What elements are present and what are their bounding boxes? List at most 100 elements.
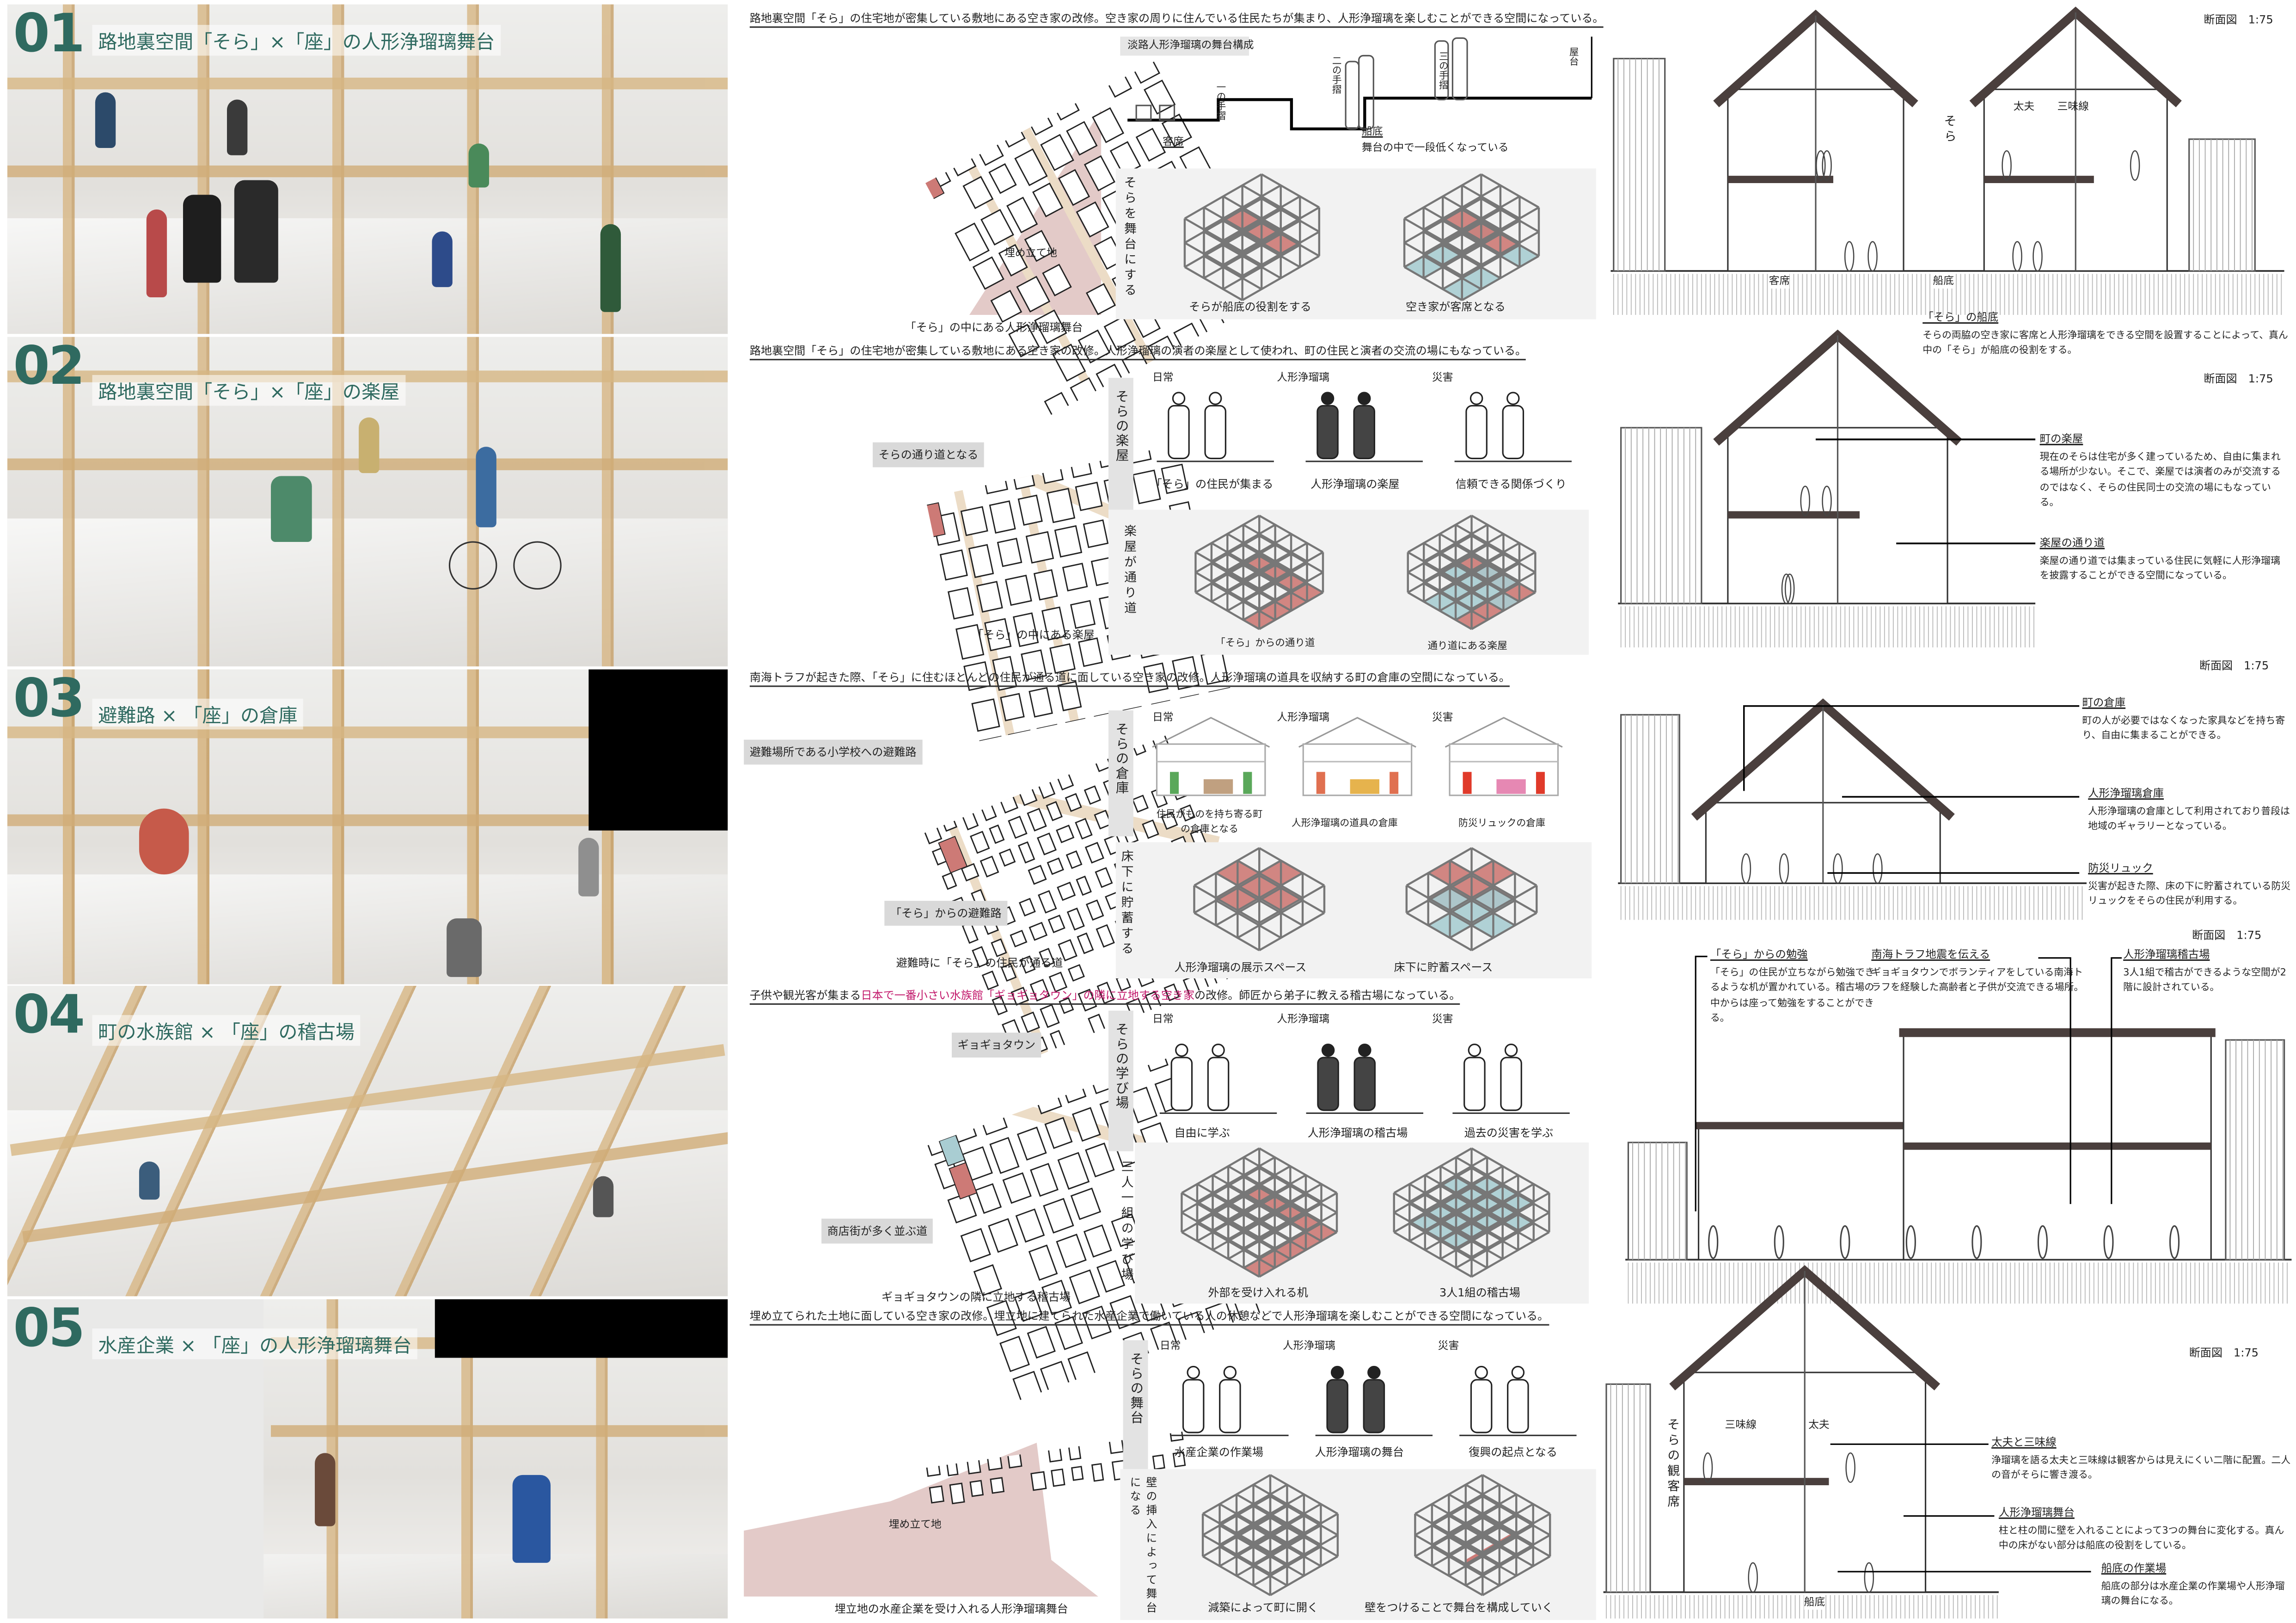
- neighbor-building: [1620, 714, 1680, 884]
- axo-diagram-exhibition: [1193, 847, 1326, 952]
- building: [739, 253, 771, 288]
- building: [1051, 1468, 1065, 1487]
- building: [987, 709, 1005, 728]
- figure: [1463, 772, 1472, 794]
- project-site-parcel: [938, 836, 968, 873]
- building: [1103, 316, 1136, 350]
- beam: [1227, 1193, 1307, 1241]
- building: [1076, 875, 1092, 896]
- building: [1045, 744, 1062, 764]
- building: [1047, 915, 1065, 934]
- building: [730, 1245, 741, 1261]
- building: [970, 830, 990, 854]
- figure-head: [1367, 1365, 1381, 1379]
- building: [1014, 1290, 1043, 1322]
- person-figure: [2169, 1225, 2180, 1259]
- building: [783, 1254, 812, 1289]
- building: [976, 581, 1003, 613]
- beam: [1243, 1176, 1322, 1223]
- building: [728, 1273, 756, 1304]
- building: [952, 1349, 963, 1364]
- building: [823, 420, 846, 453]
- building: [1016, 726, 1033, 745]
- model-photo-02: 02 路地裏空間「そら」×「座」の楽屋: [7, 337, 728, 667]
- building: [872, 642, 888, 663]
- building: [927, 109, 959, 144]
- beam: [1409, 1156, 1488, 1203]
- landfill-area: [744, 1443, 1098, 1597]
- building: [995, 384, 1018, 414]
- building: [1057, 1152, 1090, 1190]
- building: [1070, 1187, 1102, 1220]
- building: [1044, 392, 1075, 416]
- beam: [1482, 1474, 1551, 1515]
- building: [1081, 1384, 1094, 1402]
- building: [973, 1264, 1002, 1297]
- section-drawing-04: [1625, 1028, 2292, 1304]
- leader-lines: [1830, 1443, 2091, 1573]
- building: [894, 863, 912, 884]
- building: [1059, 424, 1085, 438]
- beam: [1455, 1176, 1534, 1223]
- beam: [1212, 1185, 1291, 1231]
- building: [886, 217, 918, 252]
- building: [939, 549, 968, 581]
- building: [1035, 718, 1053, 737]
- building: [733, 899, 750, 919]
- axo-diagram-sora-funazoko: [1183, 173, 1321, 301]
- figure: [1243, 772, 1252, 794]
- beam: [1409, 1203, 1488, 1249]
- floor-slab: [1727, 511, 1860, 519]
- beam: [1455, 1156, 1534, 1203]
- figure-body: [1170, 1057, 1193, 1111]
- building: [945, 1457, 959, 1476]
- beam: [1259, 1211, 1338, 1258]
- scene-header: 人形浄瑠璃: [1277, 710, 1330, 724]
- building: [808, 870, 823, 888]
- beam: [1406, 874, 1472, 914]
- beam: [1243, 1203, 1322, 1249]
- floor-slab: [1684, 1478, 1829, 1486]
- section-scale: 断面図 1:75: [2192, 928, 2262, 942]
- building: [806, 1342, 818, 1356]
- figure-head: [1212, 1043, 1225, 1057]
- building: [925, 27, 948, 61]
- beam: [1423, 231, 1482, 266]
- beam: [1427, 860, 1494, 899]
- building: [817, 1421, 832, 1436]
- building: [1056, 1234, 1087, 1268]
- beam: [1259, 847, 1325, 886]
- building: [865, 789, 882, 810]
- beam: [1393, 1211, 1472, 1258]
- building: [1085, 1142, 1115, 1178]
- building: [1008, 324, 1040, 358]
- scene-header: 災害: [1438, 1339, 1459, 1352]
- building: [935, 1378, 949, 1396]
- building: [988, 1218, 1018, 1253]
- building: [841, 1445, 854, 1465]
- building: [882, 1096, 907, 1125]
- building: [892, 43, 921, 75]
- axo-diagram-keikoba: [1393, 1147, 1550, 1278]
- building: [1010, 929, 1028, 947]
- beam: [1184, 266, 1243, 301]
- section-drawing-03: [1618, 698, 2087, 920]
- building: [777, 625, 802, 658]
- building: [999, 1335, 1030, 1372]
- building: [1010, 457, 1035, 490]
- building: [1067, 1439, 1082, 1461]
- building: [929, 1485, 945, 1504]
- building: [735, 1071, 751, 1087]
- building: [1040, 134, 1074, 171]
- building: [880, 407, 906, 437]
- building: [989, 1137, 1020, 1174]
- building: [884, 781, 898, 797]
- beam: [1215, 899, 1282, 939]
- building: [896, 482, 921, 511]
- leader-lines: [1815, 438, 2036, 545]
- building: [843, 624, 860, 642]
- building: [868, 960, 885, 981]
- building: [786, 1091, 810, 1119]
- building: [732, 1407, 745, 1427]
- beam: [1269, 1474, 1338, 1515]
